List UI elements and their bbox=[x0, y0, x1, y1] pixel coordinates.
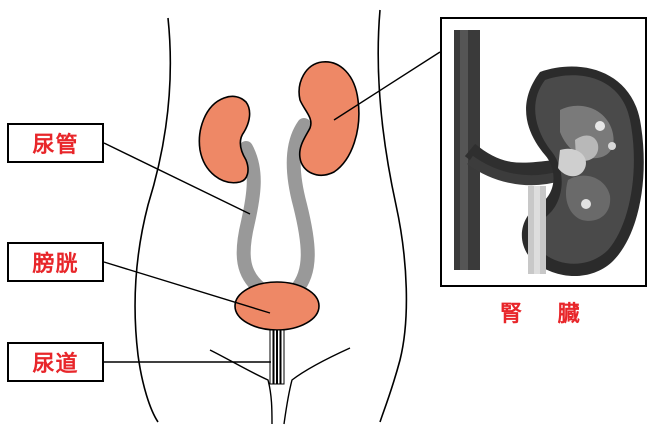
kidney-right bbox=[299, 62, 359, 175]
label-bladder-box: 膀胱 bbox=[7, 242, 104, 282]
label-urethra-box: 尿道 bbox=[7, 342, 104, 382]
label-kidney: 腎 臓 bbox=[500, 296, 594, 328]
body-outline-right bbox=[378, 10, 406, 422]
kidney-left bbox=[199, 96, 249, 182]
groin-line-left bbox=[210, 350, 272, 424]
label-ureter: 尿管 bbox=[32, 127, 78, 159]
label-bladder: 膀胱 bbox=[32, 246, 78, 278]
groin-line-right bbox=[284, 348, 350, 424]
label-ureter-box: 尿管 bbox=[7, 123, 104, 163]
label-urethra: 尿道 bbox=[32, 346, 78, 378]
urethra bbox=[270, 330, 284, 384]
